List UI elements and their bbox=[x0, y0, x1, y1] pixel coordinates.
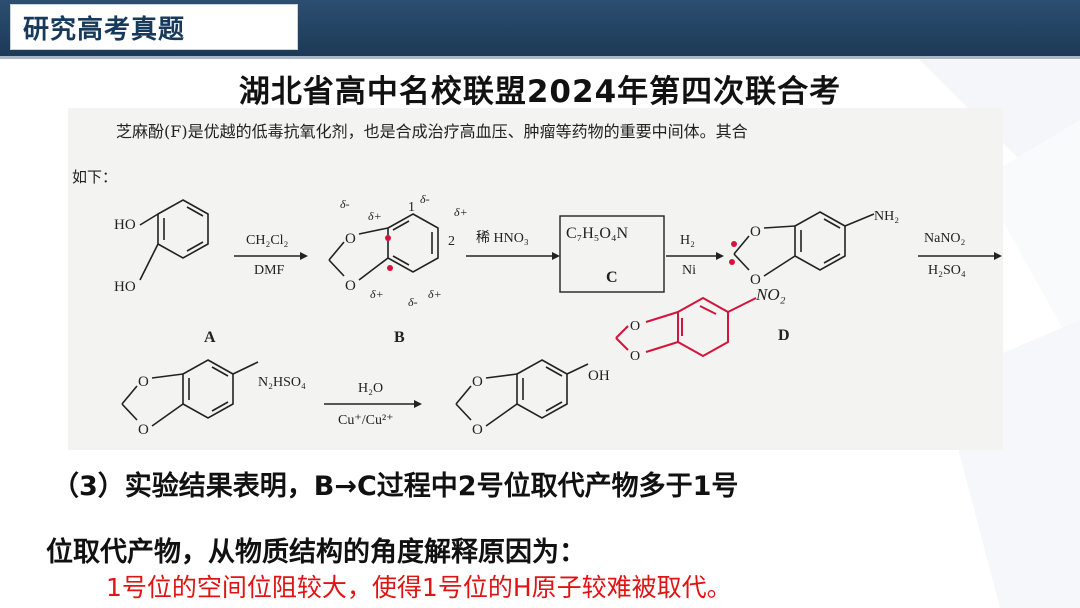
b-o-top: O bbox=[345, 231, 356, 247]
d-o-bottom: O bbox=[750, 272, 761, 288]
reagent-5-bottom: Cu⁺/Cu²⁺ bbox=[338, 413, 394, 428]
f-o-top: O bbox=[472, 374, 483, 390]
header-tag-text: 研究高考真题 bbox=[23, 14, 186, 45]
compound-b bbox=[328, 213, 439, 281]
compound-f bbox=[455, 359, 589, 427]
answer-text: 1号位的空间位阻较大，使得1号位的H原子较难被取代。 bbox=[106, 573, 732, 602]
reagent-3-top: H₂ bbox=[680, 233, 695, 248]
reagent-1-top: CH₂Cl₂ bbox=[246, 233, 289, 248]
f-o-bottom: O bbox=[472, 422, 483, 438]
e-o-bottom: O bbox=[138, 422, 149, 438]
c-formula: C₇H₅O₄N bbox=[566, 225, 629, 242]
handwritten-no2: NO₂ bbox=[755, 285, 786, 304]
problem-intro: 芝麻酚(F)是优越的低毒抗氧化剂，也是合成治疗高血压、肿瘤等药物的重要中间体。其… bbox=[116, 122, 748, 141]
compound-e bbox=[121, 359, 259, 427]
scanned-problem: 芝麻酚(F)是优越的低毒抗氧化剂，也是合成治疗高血压、肿瘤等药物的重要中间体。其… bbox=[68, 108, 1003, 450]
svg-text:δ-: δ- bbox=[408, 295, 418, 309]
b-o-bottom: O bbox=[345, 278, 356, 294]
reagent-4-bottom: H₂SO₄ bbox=[928, 263, 966, 278]
svg-text:δ-: δ- bbox=[420, 192, 430, 206]
svg-text:δ+: δ+ bbox=[368, 209, 382, 223]
label-b: B bbox=[394, 329, 405, 346]
d-o-top: O bbox=[750, 224, 761, 240]
reagent-2: 稀 HNO₃ bbox=[476, 230, 529, 246]
header-tag: 研究高考真题 bbox=[10, 4, 298, 50]
handwritten-o-bottom: O bbox=[630, 349, 640, 364]
problem-subtext: 如下： bbox=[72, 168, 118, 186]
svg-text:δ+: δ+ bbox=[454, 205, 468, 219]
compound-d bbox=[733, 211, 875, 277]
partial-charge-annotations: δ- δ+ δ- δ+ δ+ δ- δ+ bbox=[340, 192, 468, 309]
question-line-2: 位取代产物，从物质结构的角度解释原因为： bbox=[46, 537, 586, 568]
label-a: A bbox=[204, 329, 216, 346]
label-d: D bbox=[778, 327, 790, 344]
svg-text:δ+: δ+ bbox=[428, 287, 442, 301]
reagent-4-top: NaNO₂ bbox=[924, 231, 966, 246]
d-nh2: NH₂ bbox=[874, 209, 899, 224]
handwritten-compound-c bbox=[615, 296, 757, 358]
e-n2hso4: N₂HSO₄ bbox=[258, 375, 306, 390]
f-oh: OH bbox=[588, 368, 610, 384]
header-band: 研究高考真题 bbox=[0, 0, 1080, 59]
page-title: 湖北省高中名校联盟2024年第四次联合考 bbox=[238, 74, 842, 110]
a-oh-top: HO bbox=[114, 217, 136, 233]
position-2: 2 bbox=[448, 234, 455, 249]
position-1: 1 bbox=[408, 200, 415, 215]
compound-a bbox=[139, 199, 209, 281]
svg-text:δ-: δ- bbox=[340, 197, 350, 211]
reagent-5-top: H₂O bbox=[358, 381, 383, 396]
question-line-1: （3）实验结果表明，B→C过程中2号位取代产物多于1号 bbox=[52, 471, 739, 502]
reagent-3-bottom: Ni bbox=[682, 263, 696, 278]
label-c: C bbox=[606, 269, 618, 286]
svg-text:δ+: δ+ bbox=[370, 287, 384, 301]
handwritten-o-top: O bbox=[630, 319, 640, 334]
reagent-1-bottom: DMF bbox=[254, 263, 285, 278]
reaction-scheme: HO HO A CH₂Cl₂ DMF O O 1 2 B δ- δ+ δ- δ+ bbox=[114, 192, 1002, 438]
a-oh-bottom: HO bbox=[114, 279, 136, 295]
e-o-top: O bbox=[138, 374, 149, 390]
compound-c-box bbox=[559, 215, 665, 293]
